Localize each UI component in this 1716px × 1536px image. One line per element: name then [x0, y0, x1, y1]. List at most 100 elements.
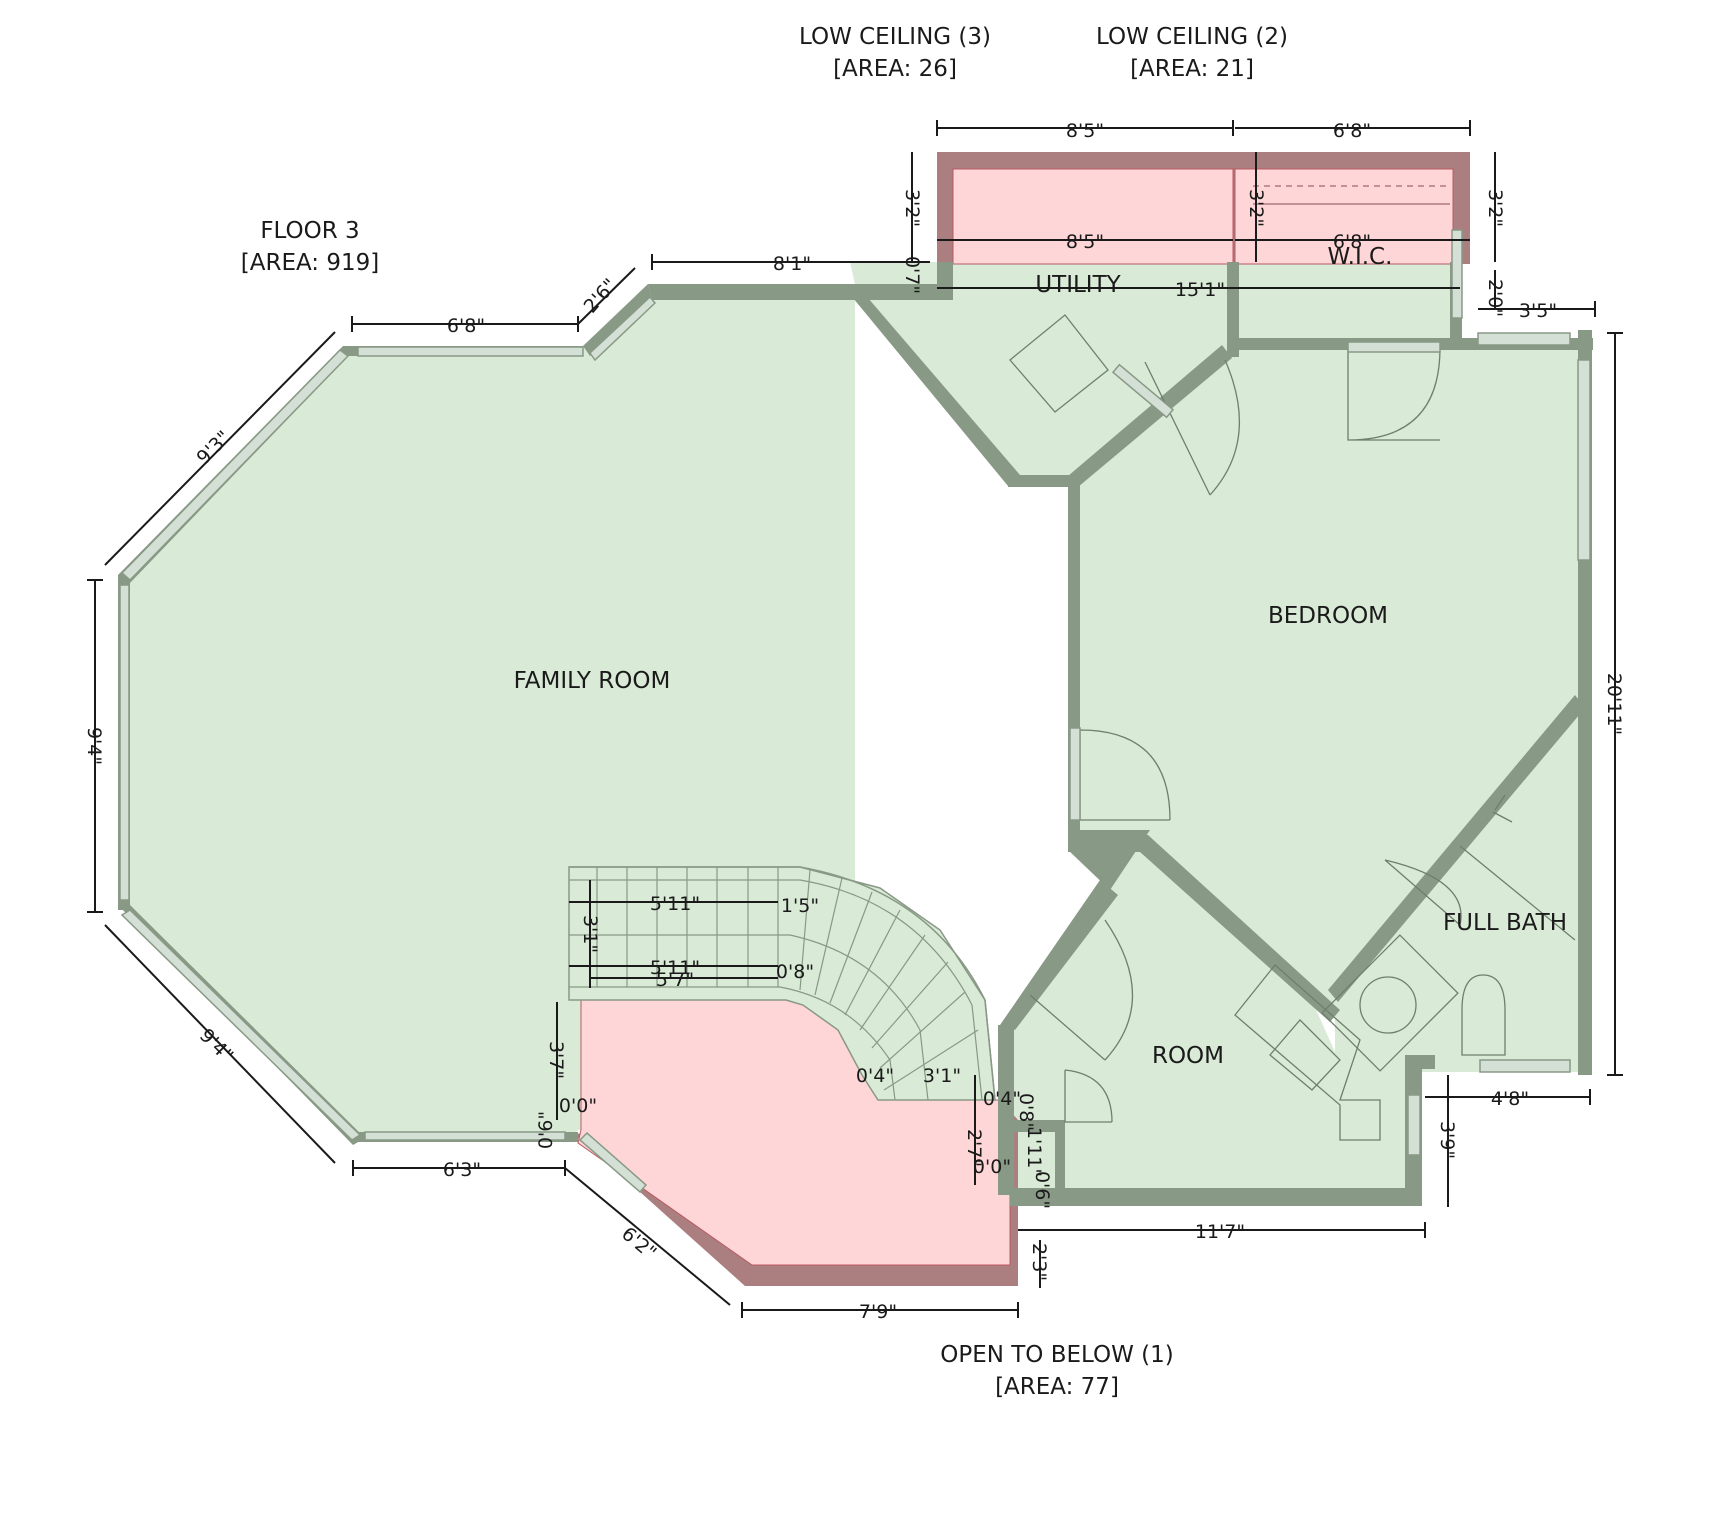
dim-top-lc2: 6'8"	[1333, 120, 1371, 142]
dim-lc3-inner: 8'5"	[1066, 231, 1104, 253]
window-family-bottom	[364, 1131, 566, 1141]
dim-stair-bottom: 3'1"	[923, 1065, 961, 1087]
bedroom-room-diag-wall	[1068, 835, 1340, 1022]
dimension-lines	[87, 120, 1623, 1318]
floor-title: FLOOR 3	[260, 218, 359, 244]
room-label-bedroom: BEDROOM	[1268, 603, 1388, 629]
doors-fixtures	[1009, 314, 1576, 1141]
stair-outline	[568, 866, 996, 1101]
dim-stair-h: 3'1"	[579, 915, 601, 953]
dim-stair-v2: 1'11"	[1023, 1127, 1045, 1177]
dim-otb-right: 2'7"	[963, 1129, 985, 1167]
door-utility-bedroom-leaf	[1111, 363, 1175, 419]
utility-diag-wall	[853, 298, 1020, 486]
closet-wall	[1010, 1120, 1065, 1132]
window-family-nw	[120, 349, 350, 582]
dim-otb-sw: 6'2"	[617, 1223, 660, 1264]
window-otb-sw	[578, 1131, 648, 1194]
dim-angle-top: 2'6"	[580, 274, 622, 317]
vanity-icon	[1234, 964, 1381, 1141]
room-bottom-wall	[1010, 1188, 1422, 1206]
door-wic-bedroom	[1347, 347, 1441, 441]
room-left-wall	[998, 1025, 1014, 1195]
open-to-below-area-label: [AREA: 77]	[995, 1374, 1119, 1400]
dim-stair-end: 0'4"	[856, 1065, 894, 1087]
bedroom-corner-block	[1068, 830, 1150, 890]
door-wic-leaf	[1347, 341, 1441, 353]
bedroom-bath-diag-wall	[1328, 695, 1585, 1002]
dim-stair-w2: 5'11"	[650, 957, 700, 979]
dim-lc2-inner: 6'8"	[1333, 231, 1371, 253]
shower-glass	[1459, 845, 1576, 941]
floor-area: [AREA: 919]	[241, 250, 379, 276]
bath-bottom-wall	[1405, 1055, 1435, 1069]
door-family-leaf	[1069, 727, 1081, 821]
dim-stair-inner: 0'8"	[776, 961, 814, 983]
dim-top-lc3: 8'5"	[1066, 120, 1104, 142]
dim-otb-small: 2'3"	[1028, 1243, 1050, 1281]
dim-stair-end2: 0'4"	[983, 1088, 1021, 1110]
window-bedroom-right	[1577, 359, 1591, 561]
faucet-icon	[1492, 794, 1513, 823]
low-ceiling-3-area-label: [AREA: 26]	[833, 56, 957, 82]
bath-vanity-icon	[1321, 934, 1459, 1072]
dim-stair-w3: 5'7"	[656, 969, 694, 991]
dim-stair-v1: 0'8"	[1015, 1093, 1037, 1131]
closet-side-wall	[1055, 1120, 1065, 1200]
door-closet	[1064, 1069, 1113, 1123]
family-room-wall-top-right	[648, 284, 950, 300]
windows	[119, 229, 1591, 1194]
window-family-sw	[120, 909, 362, 1141]
room-label-wic: W.I.C.	[1328, 244, 1393, 270]
door-room	[1029, 919, 1133, 1061]
dim-bath-side: 3'9"	[1436, 1121, 1458, 1159]
family-room-wall-angled-nw	[583, 284, 652, 356]
dim-utility-wic: 15'1"	[1175, 279, 1225, 301]
door-utility-bedroom	[1144, 359, 1240, 496]
dim-family-top: 6'8"	[447, 315, 485, 337]
window-bath-bottom	[1479, 1059, 1571, 1073]
room-label-utility: UTILITY	[1035, 272, 1121, 298]
stairs	[568, 866, 996, 1101]
dim-utility-gap: 0'7"	[901, 256, 923, 294]
dim-room-bottom: 11'7"	[1195, 1221, 1245, 1243]
dim-family-bottom: 6'3"	[443, 1159, 481, 1181]
bath-sink-icon	[1359, 976, 1417, 1034]
utility-wic-divider	[1227, 262, 1239, 357]
dim-utility-top: 8'1"	[773, 253, 811, 275]
room-left-diag-wall	[1000, 880, 1118, 1030]
dim-lc3-left-h: 3'2"	[901, 189, 923, 227]
sink-icon	[1269, 1019, 1341, 1091]
dim-stair-left: 3'7"	[545, 1041, 567, 1079]
window-bedroom-top	[1477, 332, 1571, 346]
dim-stair-v3: 0'6"	[1031, 1171, 1053, 1209]
low-ceiling-3-title: LOW CEILING (3)	[799, 24, 991, 50]
open-to-below-title: OPEN TO BELOW (1)	[940, 1342, 1174, 1368]
window-family-top	[357, 346, 584, 357]
dim-otb-bottom: 7'9"	[859, 1301, 897, 1323]
low-ceiling-2-title: LOW CEILING (2)	[1096, 24, 1288, 50]
dim-stair-w1: 5'11"	[650, 893, 700, 915]
door-bath	[1384, 859, 1462, 926]
room-label-room: ROOM	[1152, 1043, 1224, 1069]
dim-bath-bottom: 4'8"	[1491, 1088, 1529, 1110]
dim-stair-zero: 0'0"	[559, 1095, 597, 1117]
wic-floor	[1233, 262, 1458, 343]
dim-right-top: 3'5"	[1519, 300, 1557, 322]
room-label-family: FAMILY ROOM	[514, 668, 671, 694]
toilet-icon	[1461, 974, 1506, 1056]
utility-floor	[850, 262, 1233, 477]
window-family-west	[119, 584, 130, 901]
low-ceiling-2-area	[1234, 168, 1454, 265]
room-floor	[1010, 830, 1410, 1192]
window-wic	[1451, 229, 1463, 319]
dim-stair-tread: 1'5"	[781, 895, 819, 917]
window-room-right	[1407, 1094, 1421, 1156]
floor-fills	[120, 262, 1580, 1192]
dim-lc2-right-h: 3'2"	[1484, 189, 1506, 227]
dim-stair-zero2: 0'6"	[535, 1111, 557, 1149]
low-ceiling-2-area-label: [AREA: 21]	[1130, 56, 1254, 82]
full-bath-floor	[1335, 700, 1580, 1072]
dim-lc2-left-h: 3'2"	[1245, 189, 1267, 227]
